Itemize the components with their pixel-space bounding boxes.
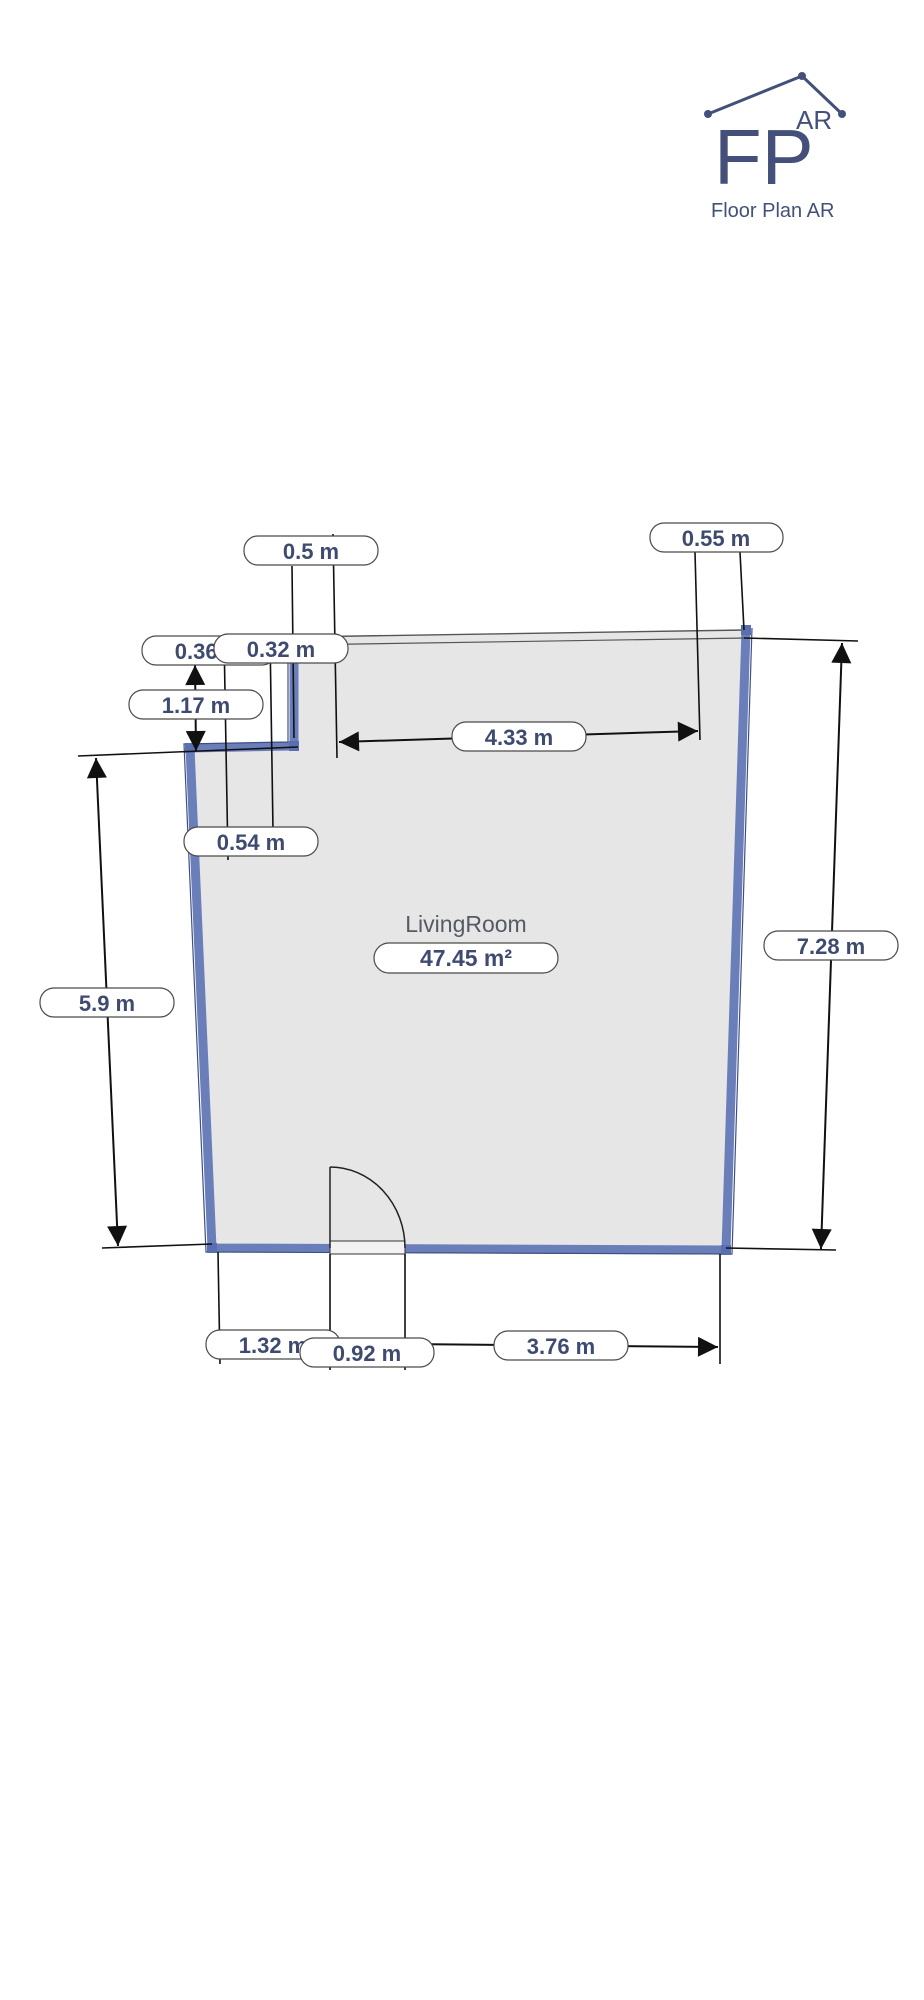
svg-text:0.55 m: 0.55 m xyxy=(682,526,751,551)
dimension-label-0-92[interactable]: 0.92 m xyxy=(299,1337,435,1368)
wall-corner xyxy=(721,1245,731,1255)
door[interactable] xyxy=(329,1166,406,1255)
logo-tagline: Floor Plan AR xyxy=(711,200,834,222)
logo-superscript: AR xyxy=(796,105,832,135)
app-logo: FP AR Floor Plan AR xyxy=(704,72,846,222)
room-wall-top xyxy=(293,629,747,638)
svg-text:0.5 m: 0.5 m xyxy=(283,539,339,564)
logo-roof-dot xyxy=(704,110,712,118)
svg-text:0.54 m: 0.54 m xyxy=(217,830,286,855)
door-swing-arc xyxy=(329,1166,406,1249)
dimension-label-0-32[interactable]: 0.32 m xyxy=(213,633,349,664)
living-room[interactable] xyxy=(183,625,753,1255)
dimension-label-0-55[interactable]: 0.55 m xyxy=(649,522,784,553)
wall-corner xyxy=(741,625,751,635)
svg-text:7.28 m: 7.28 m xyxy=(797,934,866,959)
svg-text:1.17 m: 1.17 m xyxy=(162,693,231,718)
room-area-label: 47.45 m² xyxy=(420,945,512,971)
wall-corner xyxy=(289,741,299,751)
svg-text:1.32 m: 1.32 m xyxy=(239,1333,308,1358)
svg-text:0.32 m: 0.32 m xyxy=(247,637,316,662)
dimension-label-0-54[interactable]: 0.54 m xyxy=(183,826,319,857)
room-floor xyxy=(190,630,746,1250)
dimension-label-0-5[interactable]: 0.5 m xyxy=(243,535,379,566)
room-wall-outline xyxy=(183,627,753,1255)
dimension-label-7-28[interactable]: 7.28 m xyxy=(763,930,899,961)
svg-text:0.92 m: 0.92 m xyxy=(333,1341,402,1366)
logo-roof-dot xyxy=(798,72,806,80)
dimension-label-4-33[interactable]: 4.33 m xyxy=(451,721,587,752)
dimension-label-3-76[interactable]: 3.76 m xyxy=(493,1330,629,1361)
door-opening xyxy=(329,1240,406,1255)
logo-roof-dot xyxy=(838,110,846,118)
svg-text:4.33 m: 4.33 m xyxy=(485,725,554,750)
svg-text:5.9 m: 5.9 m xyxy=(79,991,135,1016)
svg-text:3.76 m: 3.76 m xyxy=(527,1334,596,1359)
dimension-label-5-9[interactable]: 5.9 m xyxy=(39,987,175,1018)
room-area-badge: 47.45 m² xyxy=(373,942,559,974)
room-wall-top xyxy=(293,637,747,646)
logo-letters: FP xyxy=(714,113,814,201)
room-name-label: LivingRoom xyxy=(405,911,526,937)
dimension-label-1-17[interactable]: 1.17 m xyxy=(128,689,264,720)
wall-corner xyxy=(207,1243,217,1253)
